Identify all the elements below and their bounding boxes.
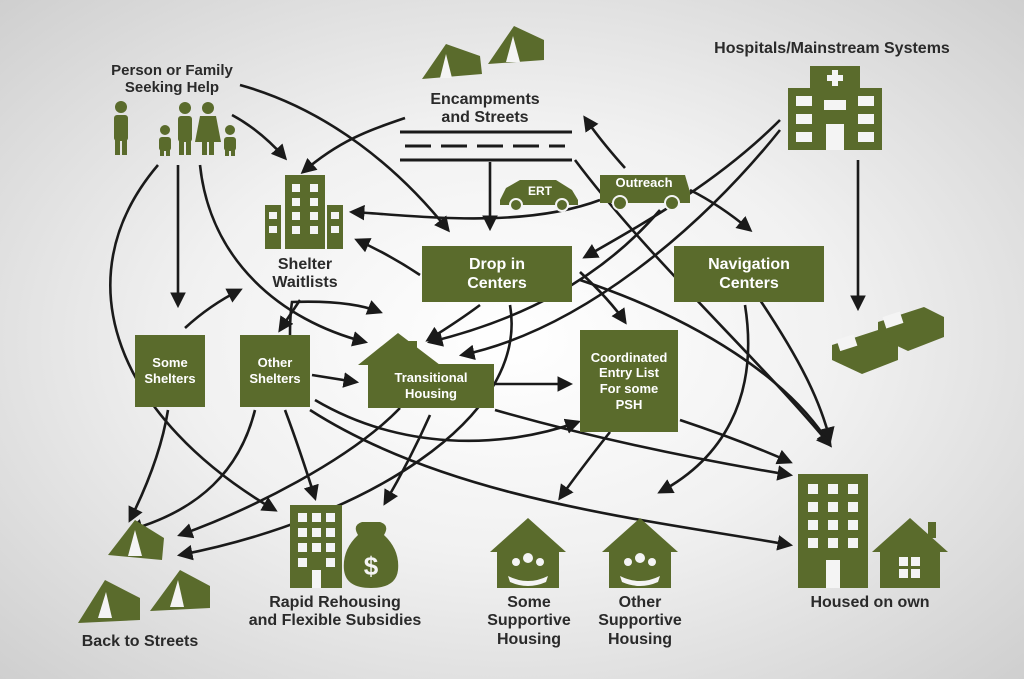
- arrow-outreach-to-enc: [583, 115, 626, 169]
- some-supportive-label: Some Supportive Housing: [475, 594, 583, 649]
- coordinated-line4: PSH: [615, 396, 643, 412]
- shelter-waitlists-label-line1: Shelter: [277, 256, 333, 273]
- arrow-dropin-to-coordinated: [579, 271, 627, 325]
- other-supportive-line3: Housing: [608, 630, 672, 648]
- some-supportive-line1: Some: [507, 594, 551, 611]
- coordinated-line1: Coordinated: [590, 349, 668, 365]
- hospitals-label: Hospitals/Mainstream Systems: [714, 40, 950, 57]
- transitional-housing-box: Transitional Housing: [368, 364, 494, 408]
- housed-on-own-label: Housed on own: [810, 594, 930, 611]
- arrow-nav-to-housed: [758, 299, 835, 444]
- arrow-trans-to-housed: [494, 408, 794, 481]
- other-supportive-line2: Supportive: [598, 612, 682, 630]
- transitional-line1: Transitional: [394, 370, 468, 386]
- coordinated-line2: Entry List: [599, 365, 659, 381]
- arrow-person-to-rapid: [109, 164, 278, 512]
- money-bag-icon: $: [343, 522, 399, 588]
- encampments-label: Encampments and Streets: [400, 91, 570, 128]
- supportive-house-icon: [602, 518, 678, 588]
- shelter-waitlists-label: Shelter Waitlists: [250, 256, 360, 293]
- svg-text:$: $: [364, 551, 379, 581]
- arrow-coord-to-some-supportive: [558, 431, 612, 501]
- supportive-house-icon: [490, 518, 566, 588]
- arrow-dropin-to-waitlists: [354, 238, 421, 277]
- some-shelters-box: Some Shelters: [135, 335, 205, 407]
- arrow-other-to-coordinated: [314, 398, 581, 443]
- apartment-building-icon: [265, 175, 343, 249]
- back-to-streets-label: Back to Streets: [81, 633, 199, 650]
- outreach-label: Outreach: [615, 175, 673, 190]
- person-label: Person or Family Seeking Help: [82, 62, 262, 97]
- bed-icon: [832, 307, 944, 374]
- flow-arrows: [109, 83, 866, 561]
- shelter-waitlists-label-line2: Waitlists: [272, 274, 338, 292]
- other-supportive-label: Other Supportive Housing: [586, 594, 694, 649]
- arrow-outreach-to-navigation: [689, 188, 753, 232]
- arrow-dropin-to-back: [176, 304, 513, 561]
- tent-icon: [422, 26, 544, 79]
- drop-in-centers-box: Drop in Centers: [422, 246, 572, 302]
- house-icon: [358, 333, 440, 365]
- person-label-line2: Seeking Help: [124, 79, 220, 97]
- some-shelters-line1: Some: [152, 355, 188, 371]
- navigation-line1: Navigation: [708, 255, 790, 273]
- navigation-centers-box: Navigation Centers: [674, 246, 824, 302]
- people-icon: [114, 101, 236, 156]
- arrow-person-to-waitlists: [231, 113, 288, 161]
- tent-icon: [78, 520, 210, 623]
- person-label-line1: Person or Family: [111, 62, 233, 79]
- some-supportive-line3: Housing: [497, 630, 561, 648]
- other-supportive-line1: Other: [618, 594, 662, 611]
- arrow-other-to-transitional: [311, 372, 360, 388]
- ert-label: ERT: [528, 184, 552, 198]
- hospital-icon: [788, 66, 882, 150]
- coordinated-line3: For some: [599, 381, 659, 396]
- some-shelters-line2: Shelters: [144, 371, 196, 386]
- drop-in-line1: Drop in: [468, 255, 525, 273]
- arrow-dropin-to-housed: [579, 278, 832, 448]
- arrow-trans-to-rapid: [383, 414, 432, 506]
- coordinated-entry-box: Coordinated Entry List For some PSH: [580, 330, 678, 432]
- other-shelters-line1: Other: [257, 355, 293, 371]
- arrow-some-to-back: [128, 409, 170, 523]
- arrow-dropin-to-transitional: [425, 303, 481, 342]
- some-supportive-line2: Supportive: [487, 612, 571, 630]
- rapid-rehousing-label: Rapid Rehousing and Flexible Subsidies: [225, 594, 445, 631]
- arrow-coord-to-housed: [679, 418, 793, 465]
- arrow-person-to-dropin: [239, 83, 450, 233]
- arrow-some-to-waitlists: [184, 288, 243, 329]
- rapid-line2: and Flexible Subsidies: [248, 612, 422, 630]
- encampments-label-line1: Encampments: [430, 91, 540, 108]
- arrow-other-to-housed: [309, 408, 794, 551]
- apartment-building-icon: [290, 505, 342, 588]
- arrow-outreach-to-waitlists: [348, 198, 601, 221]
- arrow-other-to-back: [127, 409, 257, 535]
- other-shelters-line2: Shelters: [249, 371, 301, 386]
- apartment-building-icon: [798, 474, 868, 588]
- navigation-line2: Centers: [719, 275, 779, 292]
- arrow-person-to-transitional: [198, 164, 369, 347]
- transitional-line2: Housing: [405, 386, 457, 401]
- arrow-trans-to-back: [177, 407, 401, 539]
- rapid-line1: Rapid Rehousing: [269, 594, 401, 611]
- arrow-enc-to-waitlists: [300, 116, 406, 175]
- van-icon: [600, 175, 690, 211]
- encampments-label-line2: and Streets: [441, 109, 529, 127]
- other-shelters-box: Other Shelters: [240, 335, 310, 407]
- arrow-nav-to-other-supportive: [657, 304, 750, 494]
- drop-in-line2: Centers: [467, 275, 527, 292]
- road-icon: [400, 130, 572, 162]
- arrow-other-to-waitlists: [288, 300, 383, 336]
- car-icon: [500, 180, 578, 212]
- house-icon: [872, 518, 948, 588]
- arrow-other-to-rapid: [283, 409, 319, 501]
